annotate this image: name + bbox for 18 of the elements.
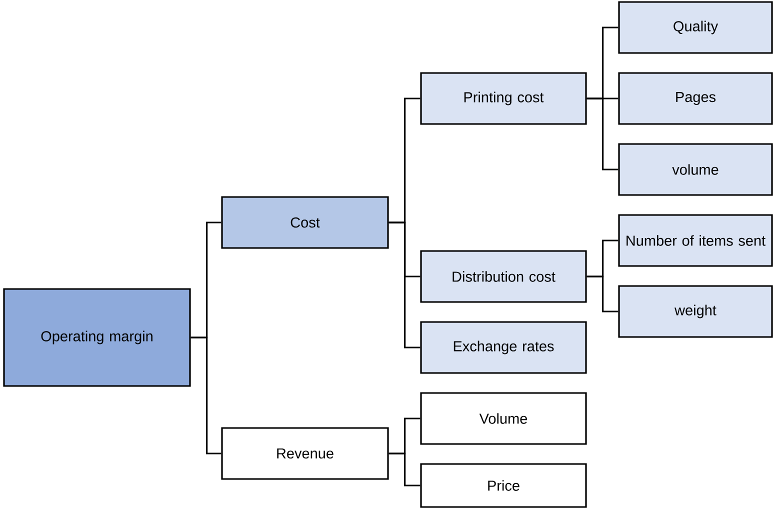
tree-box: Revenue — [221, 427, 389, 480]
connector — [190, 336, 222, 454]
tree-box: Distribution cost — [420, 250, 587, 303]
connector — [388, 222, 420, 348]
connector — [586, 276, 618, 312]
connector — [388, 452, 420, 486]
tree-box: Volume — [420, 392, 587, 445]
connector — [586, 98, 618, 170]
tree-box: volume — [618, 143, 773, 196]
root-box: Operating margin — [3, 288, 191, 387]
tree-box: Pages — [618, 72, 773, 125]
tree-box: Number of items sent — [618, 214, 773, 267]
tree-box: weight — [618, 285, 773, 338]
tree-box: Quality — [618, 1, 773, 54]
tree-box: Exchange rates — [420, 321, 587, 374]
tree-box: Printing cost — [420, 72, 587, 125]
tree-box: Cost — [221, 196, 389, 249]
tree-box: Price — [420, 463, 587, 508]
